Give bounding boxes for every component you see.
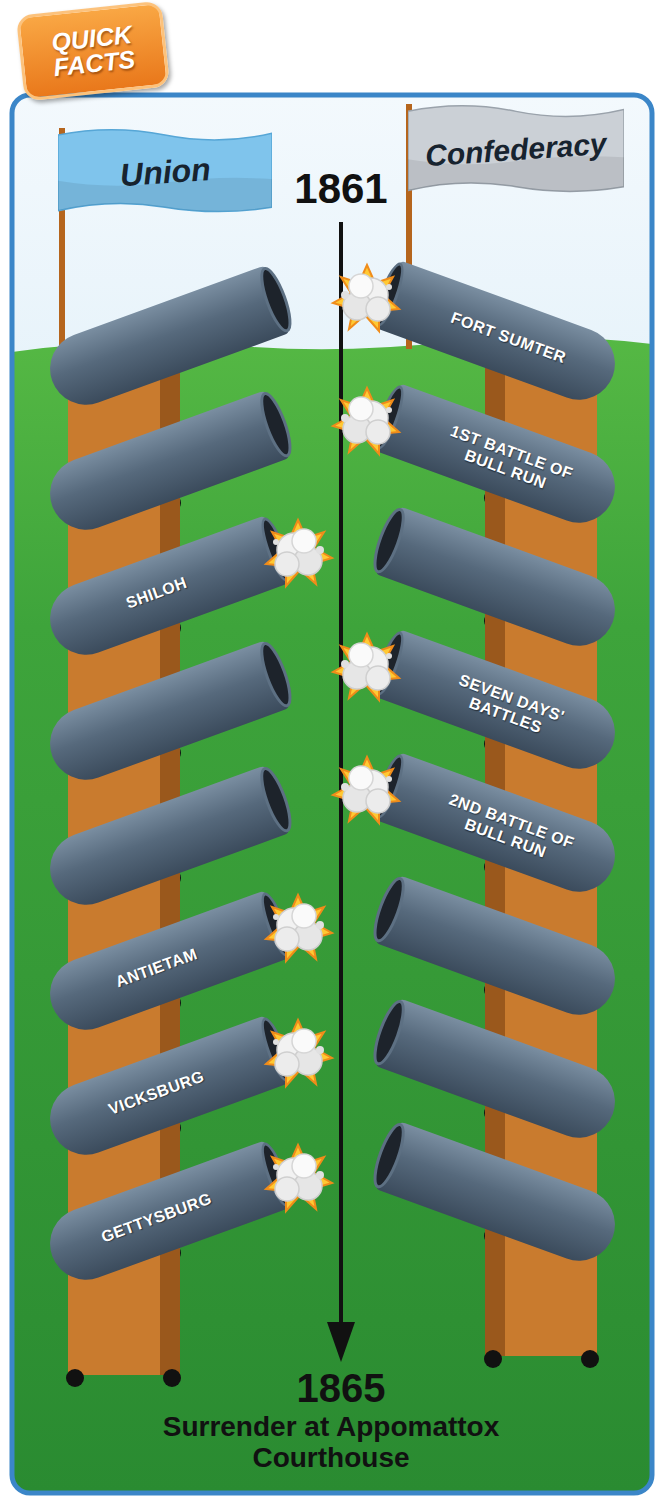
side-flag: Confederacy [408,104,624,196]
cannon-barrel [368,1119,625,1271]
timeline-line [339,222,343,1335]
flag-label: Union [118,150,211,193]
panel-border [12,95,652,1493]
quick-facts-badge: QUICK FACTS [16,1,170,102]
end-year: 1865 [241,1366,441,1410]
start-year: 1861 [241,166,441,212]
side-flag: Union [58,128,272,216]
panel-sky [12,95,652,1493]
badge-title: QUICK FACTS [41,21,146,81]
end-event: Surrender at Appomattox Courthouse [158,1412,504,1474]
flag-cloth [58,130,272,212]
cannon-barrel [40,263,297,415]
flag-cloth [408,106,624,192]
cannon-barrel [40,638,297,790]
timeline-arrowhead [327,1322,355,1362]
grass-field [12,337,652,1493]
